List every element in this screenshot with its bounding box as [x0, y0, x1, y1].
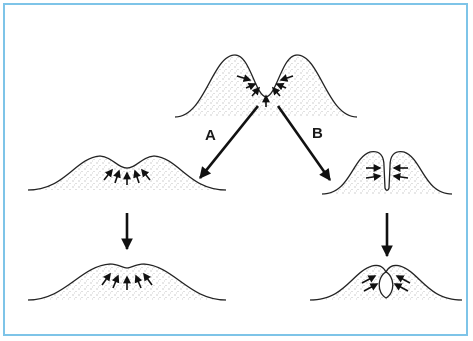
initial-fold	[175, 55, 357, 117]
branch-a-shallow-fold	[28, 156, 226, 190]
branch-a-flattened-mound	[28, 264, 226, 300]
branch-b-label: B	[312, 125, 323, 142]
branch-b-enclosed-pocket	[310, 265, 462, 300]
branch-b-deep-cleft	[322, 152, 452, 194]
branch-arrows	[200, 106, 330, 180]
enclosed-lumen	[379, 272, 393, 298]
arrow-branch-b	[278, 106, 330, 180]
branch-a-label: A	[205, 127, 216, 144]
